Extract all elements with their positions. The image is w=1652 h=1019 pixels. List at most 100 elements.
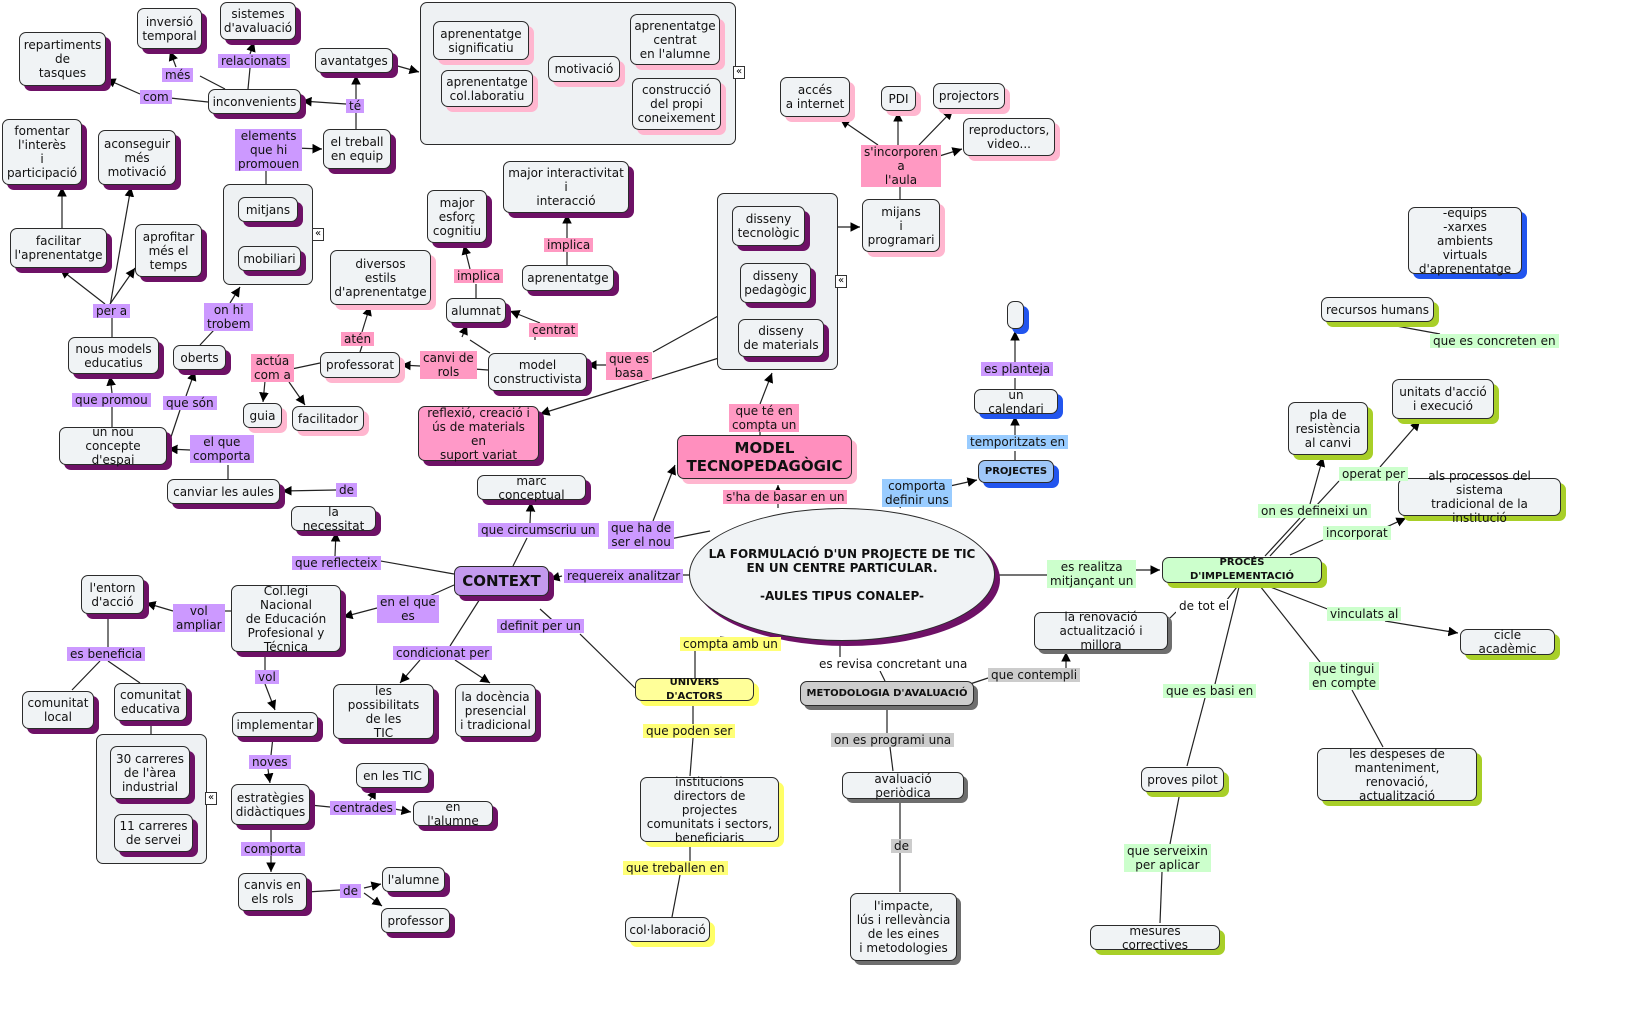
reflexio-node[interactable]: reflexió, creació i ús de materials en s… (418, 406, 539, 462)
construccio-node[interactable]: construcció del propi coneixement (632, 78, 721, 130)
connector-line (363, 892, 383, 907)
aconseguir-node[interactable]: aconseguir més motivació (98, 130, 176, 185)
esforc-node[interactable]: major esforç cognitiu (427, 190, 487, 243)
nou-concepte-espai-node[interactable]: un nou concepte d'espai (59, 425, 167, 467)
inconvenients-node[interactable]: inconvenients (208, 89, 301, 114)
metodologia-avaluacio-node[interactable]: METODOLOGIA D'AVALUACIÓ (800, 681, 974, 706)
renovacio-node[interactable]: la renovació actualització i millora (1034, 610, 1168, 652)
disseny-tecnologic-node[interactable]: disseny tecnològic (732, 206, 805, 246)
model-constructivista-node[interactable]: model constructivista (488, 353, 587, 391)
connector-line (400, 360, 421, 371)
pdi-node[interactable]: PDI (881, 86, 916, 111)
collapse-icon[interactable]: « (835, 275, 847, 288)
comunitat-local-node[interactable]: comunitat local (22, 691, 94, 729)
colaboracio-node[interactable]: col·laboració (625, 917, 710, 942)
colegi-node[interactable]: Col.legi Nacional de Educación Profesion… (231, 584, 341, 654)
ap-centrat-node[interactable]: aprenentatge centrat en l'alumne (630, 14, 720, 65)
cicle-academic-node[interactable]: cicle acadèmic (1460, 628, 1555, 656)
marc-conceptual-node[interactable]: marc conceptual (477, 474, 586, 502)
disseny-pedagogic-node[interactable]: disseny pedagògic (740, 263, 811, 303)
pla-resistencia-node[interactable]: pla de resistència al canvi (1288, 402, 1368, 455)
link-label: es beneficia (67, 647, 146, 661)
estrategies-node[interactable]: estratègies didàctiques (231, 784, 310, 825)
context-node[interactable]: CONTEXT (454, 566, 549, 596)
possibilitats-node[interactable]: les possibilitats de les TIC (333, 684, 434, 740)
diversos-estils-node[interactable]: diversos estils d'aprenentatge (330, 250, 431, 305)
carreres-11-node[interactable]: 11 carreres de servei (114, 814, 193, 852)
aprofitar-node[interactable]: aprofitar més el temps (135, 224, 202, 277)
connector-line (342, 607, 378, 620)
despeses-node[interactable]: les despeses de manteniment, renovació, … (1317, 747, 1477, 803)
connector-line (539, 351, 739, 416)
equips-xarxes-node[interactable]: -equips -xarxes ambients virtuals d'apre… (1408, 206, 1522, 276)
connector-line (454, 659, 491, 684)
root-node[interactable]: LA FORMULACIÓ D'UN PROJECTE DE TIC EN UN… (689, 508, 995, 641)
reproductors-node[interactable]: reproductors, video... (963, 118, 1055, 156)
ap-significatiu-node[interactable]: aprenentatge significatiu (433, 21, 529, 60)
institucions-node[interactable]: institucions directors de projectes comu… (640, 775, 779, 845)
mitjans-programari-node[interactable]: mijans i programari (862, 199, 940, 252)
impacte-node[interactable]: l'impacte, lús i rellevància de les eine… (850, 893, 957, 961)
model-tecnopedagogic-node[interactable]: MODEL TECNOPEDAGÒGIC (677, 435, 852, 479)
nous-models-node[interactable]: nous models educatius (68, 337, 159, 374)
motivacio-node[interactable]: motivació (548, 56, 620, 82)
guia-node[interactable]: guia (243, 403, 282, 428)
collapse-icon[interactable]: « (733, 66, 745, 79)
proves-pilot-node[interactable]: proves pilot (1141, 767, 1224, 792)
treball-equip-node[interactable]: el treball en equip (323, 129, 391, 169)
facilitador-node[interactable]: facilitador (292, 406, 364, 431)
professorat-node[interactable]: professorat (320, 352, 400, 378)
connector-line (270, 736, 274, 756)
connector-line (199, 329, 215, 346)
inversio-node[interactable]: inversió temporal (137, 8, 202, 49)
interactivitat-node[interactable]: major interactivitat i interacció (503, 161, 629, 213)
docencia-node[interactable]: la docència presencial i tradicional (455, 684, 536, 737)
sistemes-node[interactable]: sistemes d'avaluació (220, 2, 296, 40)
facilitar-node[interactable]: facilitar l'aprenentatge (10, 228, 107, 268)
connector-line (1351, 689, 1384, 748)
connector-line (1169, 791, 1181, 845)
projectes-node[interactable]: PROJECTES (978, 460, 1054, 483)
implementar-node[interactable]: implementar (232, 712, 318, 737)
link-label: que té en compta un (729, 404, 800, 432)
link-label: de tot el (1176, 599, 1233, 613)
avaluacio-periodica-node[interactable]: avaluació periòdica (842, 772, 964, 800)
collapse-icon[interactable]: « (205, 792, 217, 805)
aprenentatge-node[interactable]: aprenentatge (522, 265, 614, 291)
carreres-30-node[interactable]: 30 carreres de l'àrea industrial (110, 746, 190, 799)
repartiments-node[interactable]: repartiments de tasques (19, 32, 106, 86)
projectors-node[interactable]: projectors (933, 83, 1005, 109)
necessitat-node[interactable]: la necessitat (291, 505, 376, 533)
univers-actors-node[interactable]: UNIVERS D'ACTORS (635, 677, 754, 702)
fomentar-node[interactable]: fomentar l'interès i participació (2, 119, 82, 185)
link-label: de (340, 884, 361, 898)
acces-internet-node[interactable]: accés a internet (780, 77, 850, 117)
comunitat-educativa-node[interactable]: comunitat educativa (114, 683, 187, 721)
en-tic-node[interactable]: en les TIC (356, 763, 429, 788)
oberts-node[interactable]: oberts (173, 345, 226, 370)
canviar-aules-node[interactable]: canviar les aules (167, 479, 280, 504)
professor-node[interactable]: professor (381, 908, 450, 933)
ap-colaboratiu-node[interactable]: aprenentatge col.laboratiu (441, 70, 533, 107)
link-label: es planteja (981, 362, 1054, 376)
alumnat-node[interactable]: alumnat (446, 298, 506, 323)
unitats-accio-node[interactable]: unitats d'acció i execució (1392, 379, 1494, 419)
connector-line (399, 659, 421, 684)
lalumne-node[interactable]: l'alumne (382, 867, 445, 892)
link-label: canvi de rols (420, 351, 477, 379)
calendari-node[interactable]: un calendari (974, 388, 1058, 416)
proces-implementacio-node[interactable]: PROCÉS D'IMPLEMENTACIÓ (1162, 557, 1322, 583)
connector-line (361, 305, 372, 333)
avantatges-node[interactable]: avantatges (315, 48, 393, 73)
mobiliari-node[interactable]: mobiliari (238, 246, 301, 271)
entorn-node[interactable]: l'entorn d'acció (81, 575, 144, 614)
disseny-materials-node[interactable]: disseny de materials (738, 319, 824, 357)
blank-node[interactable] (1007, 301, 1024, 329)
mitjans-node[interactable]: mitjans (238, 197, 298, 222)
canvis-rols-node[interactable]: canvis en els rols (238, 873, 307, 911)
collapse-icon[interactable]: « (312, 228, 324, 241)
processos-node[interactable]: als processos del sistema tradicional de… (1398, 469, 1561, 525)
recursos-humans-node[interactable]: recursos humans (1321, 297, 1434, 322)
mesures-correctives-node[interactable]: mesures correctives (1090, 924, 1220, 952)
en-alumne-node[interactable]: en l'alumne (413, 800, 493, 828)
